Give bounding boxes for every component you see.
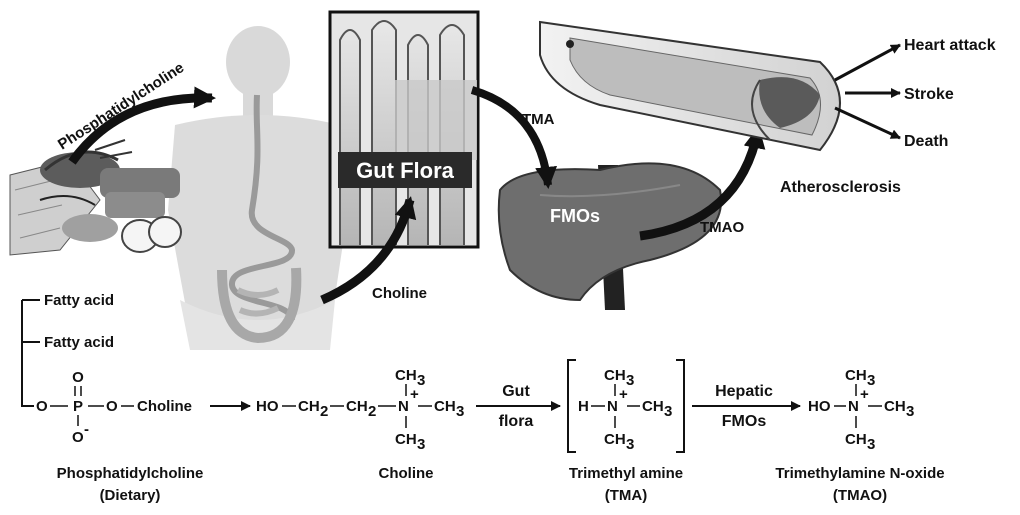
pc-o-left: O [36,398,48,415]
choline-ch2-b-sub: 2 [368,403,376,420]
tma-n: N [607,398,618,415]
caption-choline: Choline [379,465,434,482]
heart-attack-arrow [835,45,900,80]
pc-o-top: O [72,369,84,386]
choline-ch2-a: CH [298,398,320,415]
tmao-structure: HO N + CH 3 CH 3 CH 3 [808,367,914,453]
pc-minus: - [84,421,89,438]
tma-arrow [472,90,548,185]
choline-arrow-label: Choline [372,285,427,302]
tma-ch3-top-sub: 3 [626,372,634,389]
caption-phosphatidylcholine: Phosphatidylcholine [57,465,204,482]
outcome-heart-attack: Heart attack [904,37,996,54]
tmao-ho: HO [808,398,831,415]
pc-choline-group: Choline [137,398,192,415]
tma-arrow-label: TMA [522,111,555,128]
choline-ch3-right-sub: 3 [456,403,464,420]
choline-ch2-a-sub: 2 [320,403,328,420]
step2-bottom-label: FMOs [722,413,767,430]
phosphatidylcholine-structure: Fatty acid Fatty acid O O P O Choline O … [22,292,192,446]
food-arrow-label: Phosphatidylcholine [55,59,187,153]
choline-ch2-b: CH [346,398,368,415]
gut-flora-label: Gut Flora [356,158,455,183]
choline-ho: HO [256,398,279,415]
pc-o-right: O [106,398,118,415]
tmao-ch3-top: CH [845,367,867,384]
fmos-label: FMOs [550,206,600,226]
fatty-acid-2: Fatty acid [44,334,114,351]
step1-bottom-label: flora [499,413,534,430]
choline-structure: HO CH 2 CH 2 N + CH 3 CH 3 CH 3 [256,367,464,453]
artery-illustration [540,22,840,150]
fatty-acid-1: Fatty acid [44,292,114,309]
caption-tmao: Trimethylamine N-oxide [775,465,944,482]
choline-n: N [398,398,409,415]
outcome-death: Death [904,133,948,150]
tma-ch3-bottom-sub: 3 [626,436,634,453]
choline-ch3-bottom-sub: 3 [417,436,425,453]
choline-ch3-top: CH [395,367,417,384]
tma-ch3-top: CH [604,367,626,384]
pc-p: P [73,398,83,415]
tmao-n: N [848,398,859,415]
tmao-ch3-bottom: CH [845,431,867,448]
caption-tmao-sub: (TMAO) [833,487,887,504]
tmao-ch3-right: CH [884,398,906,415]
tma-ch3-right: CH [642,398,664,415]
atherosclerosis-label: Atherosclerosis [780,179,901,196]
human-body-illustration [168,26,348,350]
tmao-arrow-label: TMAO [700,219,744,236]
caption-tma-sub: (TMA) [605,487,647,504]
choline-ch3-right: CH [434,398,456,415]
step2-top-label: Hepatic [715,383,773,400]
liver-illustration: FMOs [499,163,721,310]
step1-top-label: Gut [502,383,530,400]
pc-o-minus: O [72,429,84,446]
tmao-ch3-right-sub: 3 [906,403,914,420]
choline-ch3-top-sub: 3 [417,372,425,389]
tmao-ch3-top-sub: 3 [867,372,875,389]
caption-tma: Trimethyl amine [569,465,683,482]
dietary-food-illustration [10,140,181,255]
tma-h: H [578,398,589,415]
death-arrow [835,108,900,138]
caption-phosphatidylcholine-sub: (Dietary) [100,487,161,504]
tmao-ch3-bottom-sub: 3 [867,436,875,453]
outcome-stroke: Stroke [904,86,954,103]
choline-ch3-bottom: CH [395,431,417,448]
tma-structure: H N + CH 3 CH 3 CH 3 [568,360,684,453]
tma-ch3-right-sub: 3 [664,403,672,420]
tma-ch3-bottom: CH [604,431,626,448]
